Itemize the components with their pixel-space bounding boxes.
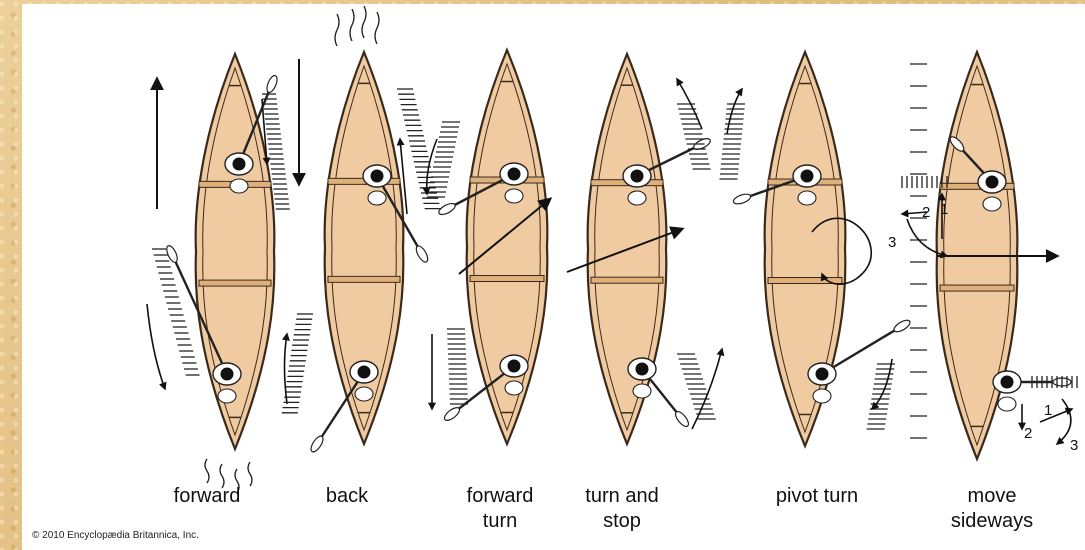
- paddle-blade: [309, 434, 326, 453]
- canoe-back: [325, 52, 404, 444]
- head: [986, 176, 999, 189]
- ripple-squiggle: [205, 459, 209, 483]
- head: [358, 366, 371, 379]
- ripple-squiggle: [350, 9, 354, 41]
- ripples-tstop-top: [677, 104, 711, 169]
- label-back: back: [312, 484, 382, 509]
- knees: [368, 191, 386, 205]
- step-number-2: 2: [922, 204, 930, 221]
- label-pivot-turn: pivot turn: [762, 484, 872, 509]
- knees: [983, 197, 1001, 211]
- paddle-blade: [673, 409, 690, 428]
- label-turn-and-stop: turn and stop: [567, 484, 677, 534]
- arrow-back-paddle-bottom: [285, 334, 288, 404]
- ripple-squiggle: [335, 14, 339, 46]
- head: [816, 368, 829, 381]
- ripples-fturn-top: [427, 122, 460, 197]
- arrow-ms-3-bottom: [1057, 399, 1071, 444]
- paddle-blade: [732, 192, 752, 206]
- ripples-fturn-bottom: [447, 329, 468, 404]
- head: [631, 170, 644, 183]
- step-number-1: 1: [940, 201, 948, 218]
- knees: [218, 389, 236, 403]
- paddle-blade: [414, 244, 430, 264]
- arrow-pivot-top: [727, 89, 742, 134]
- label-forward-turn: forward turn: [450, 484, 550, 534]
- paddle-blade: [442, 405, 461, 422]
- paddle-blade: [892, 318, 912, 334]
- head: [1001, 376, 1014, 389]
- head: [221, 368, 234, 381]
- head: [801, 170, 814, 183]
- head: [508, 168, 521, 181]
- label-move-sideways: move sideways: [932, 484, 1052, 534]
- step-number-2: 2: [1024, 425, 1032, 442]
- arrow-forward-paddle-bottom: [147, 304, 165, 389]
- step-number-3: 3: [888, 234, 896, 251]
- paddle-blade: [265, 74, 279, 94]
- knees: [355, 387, 373, 401]
- canoe-pivot-turn: [765, 52, 846, 446]
- knees: [230, 179, 248, 193]
- knees: [628, 191, 646, 205]
- knees: [798, 191, 816, 205]
- label-forward: forward: [162, 484, 252, 509]
- ripples-pivot-top: [720, 104, 746, 179]
- knees: [505, 189, 523, 203]
- copyright-notice: © 2010 Encyclopædia Britannica, Inc.: [32, 530, 199, 541]
- knees: [633, 384, 651, 398]
- ripples-forward-bottom: [152, 249, 200, 375]
- head: [508, 360, 521, 373]
- ripple-squiggle: [248, 462, 252, 486]
- knees: [505, 381, 523, 395]
- step-number-1: 1: [1044, 402, 1052, 419]
- head: [371, 170, 384, 183]
- step-number-3: 3: [1070, 437, 1078, 454]
- head: [636, 363, 649, 376]
- ripple-squiggle: [362, 6, 366, 38]
- ripple-squiggle: [375, 12, 379, 44]
- head: [233, 158, 246, 171]
- knees: [998, 397, 1016, 411]
- knees: [813, 389, 831, 403]
